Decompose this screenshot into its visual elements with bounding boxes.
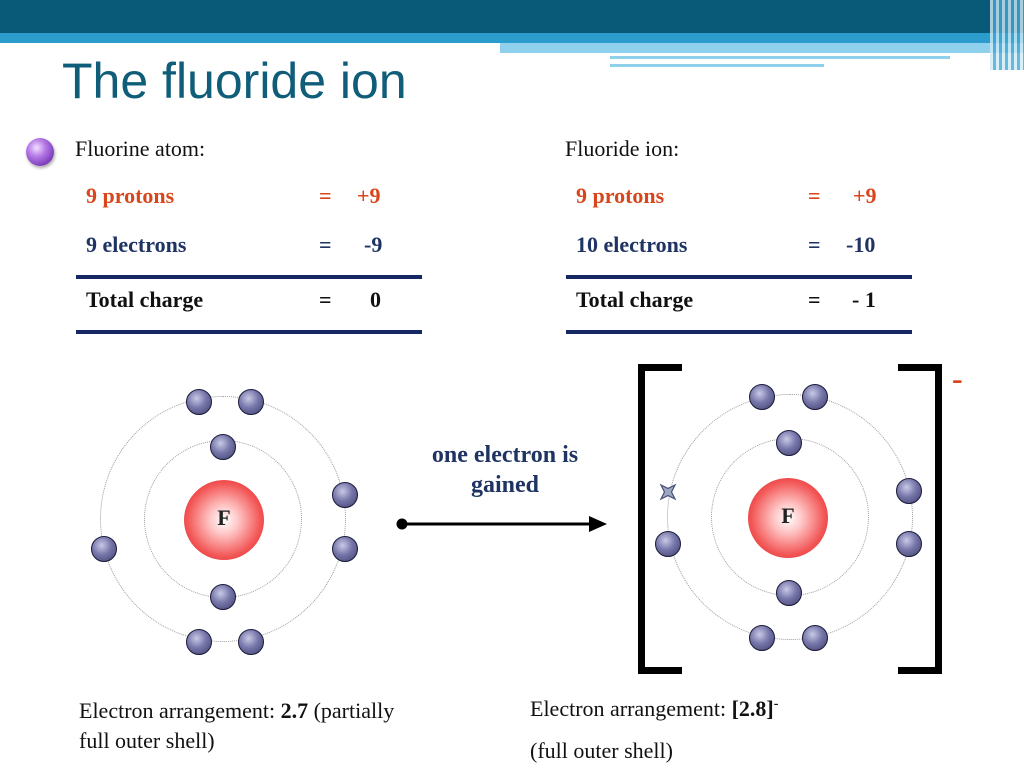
ion-charge-sign: - [952,360,963,396]
electron [238,629,264,655]
atom-arrangement-suffix: (partially [308,698,395,723]
atom-protons-label: 9 protons [86,183,175,208]
electron [332,482,358,508]
atom-total-label: Total charge [86,287,204,312]
atom-protons-value: +9 [357,183,381,208]
ion-nucleus: F [748,478,828,558]
electron [802,384,828,410]
header-bar [0,0,1024,33]
slide-title: The fluoride ion [62,53,407,109]
header-stripe-thin-2 [610,64,824,67]
ion-total-eq: = [808,287,821,312]
electron [749,384,775,410]
atom-table-bottom-line [76,330,422,334]
electron [210,584,236,610]
electron [186,389,212,415]
header-stripe-thin [610,56,950,59]
electron [186,629,212,655]
electron [802,625,828,651]
ion-table-divider [566,275,912,279]
arrow-caption-line2: gained [470,472,539,498]
outer-shell [100,396,346,642]
electron [332,536,358,562]
right-bracket [898,364,942,674]
bullet-orb-icon [26,138,54,166]
electron [91,536,117,562]
electron [776,580,802,606]
atom-nucleus: F [184,480,264,560]
atom-table-header: Fluorine atom: [75,136,206,161]
atom-electrons-label: 9 electrons [86,232,187,257]
electron [210,434,236,460]
ion-arrangement-superscript: - [773,696,779,712]
ion-nucleus-symbol: F [781,503,795,528]
atom-total-eq: = [319,287,332,312]
electron [655,531,681,557]
ion-electrons-value: -10 [846,232,876,257]
ion-total-label: Total charge [576,287,694,312]
ion-protons-label: 9 protons [576,183,665,208]
ion-table-header: Fluoride ion: [565,136,680,161]
atom-arrangement-caption: Electron arrangement: 2.7 (partially ful… [79,696,509,756]
ion-arrangement-prefix: Electron arrangement: [530,696,732,721]
outer-shell [667,394,913,640]
left-bracket [638,364,682,674]
header-stripe-light [500,43,1024,53]
atom-arrangement-prefix: Electron arrangement: [79,698,281,723]
atom-protons-eq: = [319,183,332,208]
atom-electrons-eq: = [319,232,332,257]
ion-arrangement-note: (full outer shell) [530,738,673,763]
electron [238,389,264,415]
ion-protons-eq: = [808,183,821,208]
atom-total-value: 0 [370,287,381,312]
ion-table-bottom-line [566,330,912,334]
atom-arrangement-note: full outer shell) [79,728,215,753]
ion-electrons-eq: = [808,232,821,257]
atom-electrons-value: -9 [364,232,383,257]
ion-total-value: - 1 [852,287,876,312]
arrow-caption-line1: one electron is [431,442,579,468]
ion-electrons-label: 10 electrons [576,232,688,257]
electron [776,430,802,456]
ion-protons-value: +9 [853,183,877,208]
atom-arrangement-config: 2.7 [280,698,309,723]
atom-nucleus-symbol: F [217,505,231,530]
header-corner-lines [990,0,1024,70]
arrow-caption: one electron is gained [395,440,615,500]
header-stripe [0,33,1024,43]
gained-electron-cross-icon [659,483,677,501]
electron [896,478,922,504]
electron [749,625,775,651]
gain-arrow-icon [396,516,607,532]
electron [896,531,922,557]
atom-table-divider [76,275,422,279]
ion-arrangement-config: [2.8] [731,696,774,721]
ion-arrangement-caption: Electron arrangement: [2.8]- [530,696,778,722]
